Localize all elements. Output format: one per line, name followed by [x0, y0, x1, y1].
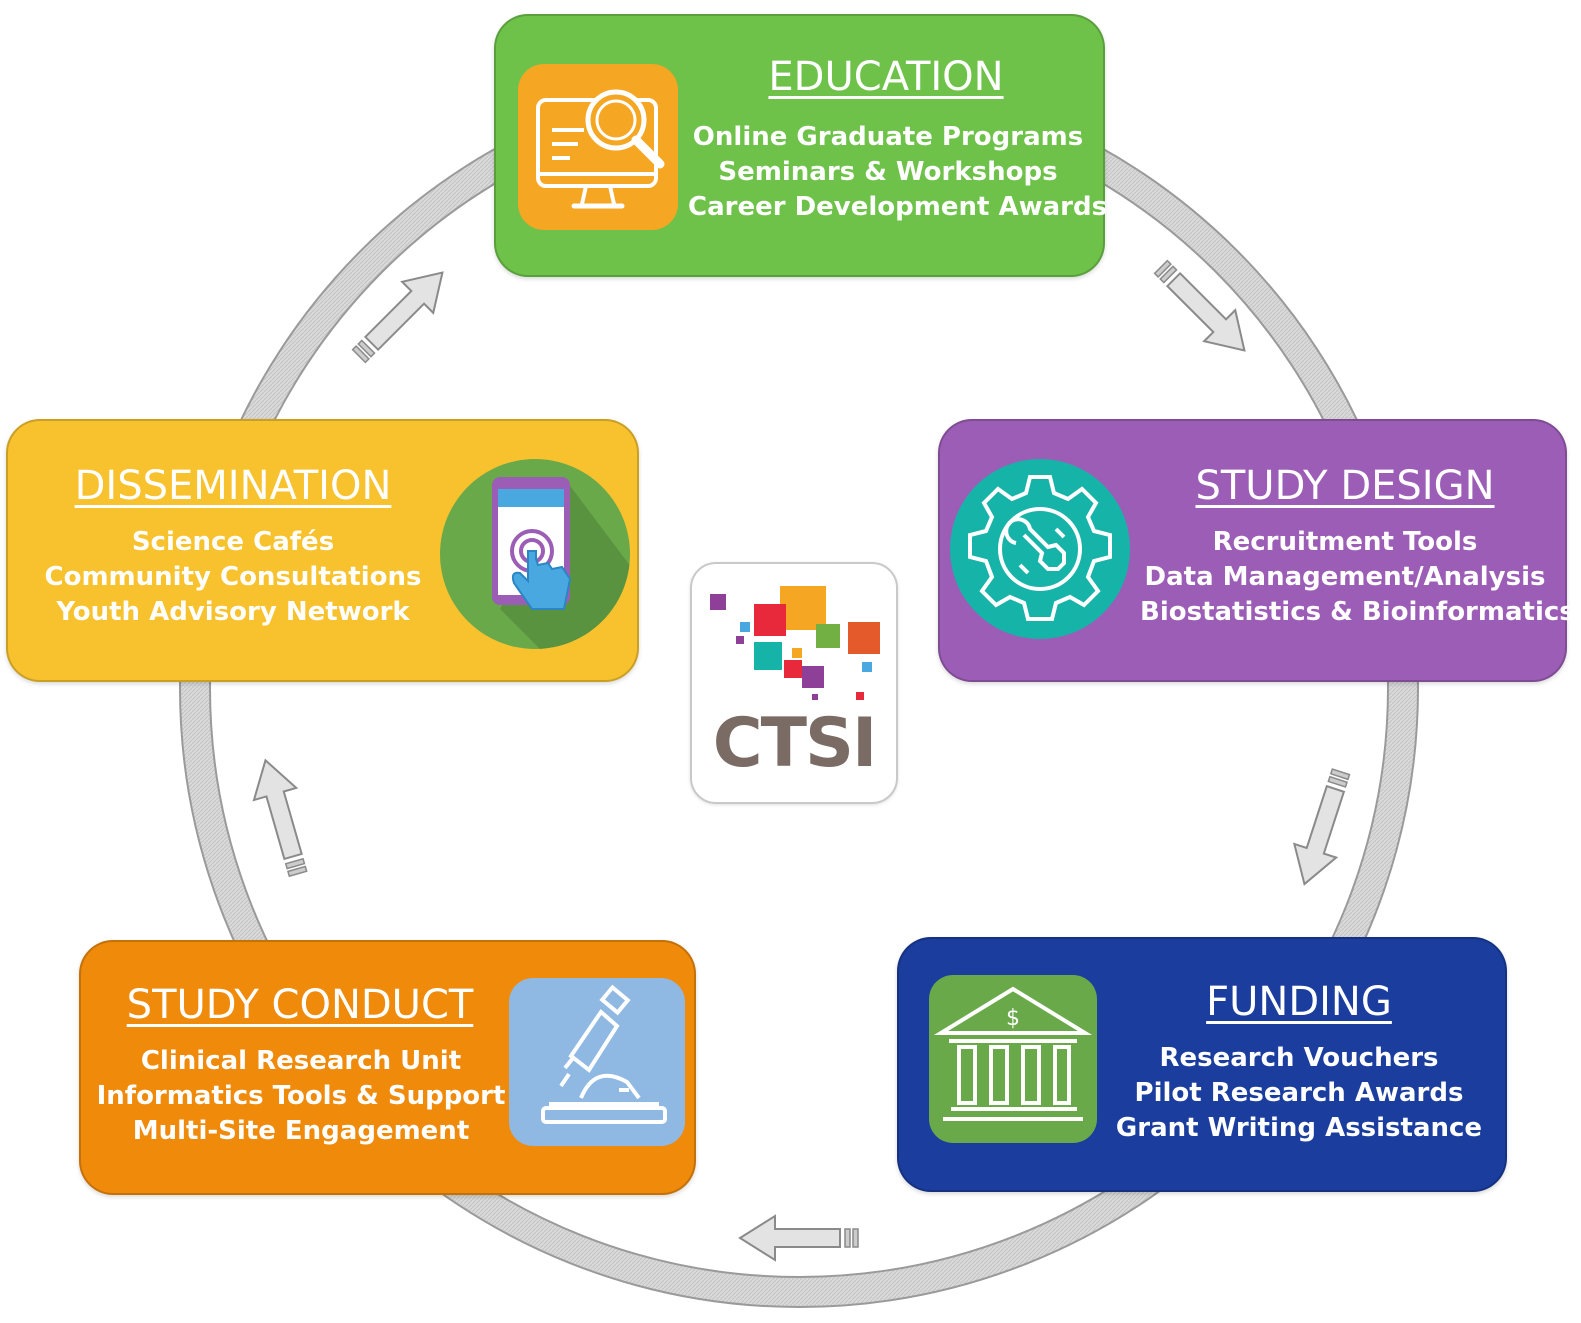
funding-item: Research Vouchers — [1159, 1043, 1439, 1073]
ctsi-logo-text: CTSI — [712, 704, 878, 783]
education-item: Online Graduate Programs — [692, 122, 1084, 152]
dissemination-title: DISSEMINATION — [74, 463, 392, 509]
dissemination-item: Community Consultations — [44, 562, 422, 592]
dissemination-items: Science Cafés Community Consultations Yo… — [28, 525, 438, 630]
study-conduct-items: Clinical Research Unit Informatics Tools… — [91, 1044, 511, 1149]
cycle-arrow — [738, 1214, 859, 1262]
education-title: EDUCATION — [768, 54, 1004, 100]
study-design-title: STUDY DESIGN — [1195, 463, 1495, 509]
study-conduct-item: Informatics Tools & Support — [96, 1081, 506, 1111]
cycle-arrow — [1153, 259, 1246, 352]
education-card: EDUCATION Online Graduate Programs Semin… — [494, 14, 1108, 277]
study-conduct-item: Multi-Site Engagement — [132, 1116, 470, 1146]
study-design-card: STUDY DESIGN Recruitment Tools Data Mana… — [938, 419, 1575, 682]
education-item: Seminars & Workshops — [718, 157, 1058, 187]
dissemination-item: Youth Advisory Network — [56, 597, 410, 627]
education-items: Online Graduate Programs Seminars & Work… — [688, 120, 1108, 225]
smartphone-tap-icon — [440, 459, 630, 649]
education-item: Career Development Awards — [688, 192, 1108, 222]
ctsi-logo-squares — [710, 586, 880, 700]
funding-items: Research Vouchers Pilot Research Awards … — [1099, 1041, 1499, 1146]
gear-wrench-icon — [950, 459, 1130, 639]
dissemination-card: DISSEMINATION Science Cafés Community Co… — [6, 419, 639, 682]
dissemination-item: Science Cafés — [131, 527, 335, 557]
ctsi-logo: CTSI — [690, 562, 898, 804]
funding-title: FUNDING — [1206, 979, 1392, 1025]
funding-item: Pilot Research Awards — [1134, 1078, 1464, 1108]
funding-item: Grant Writing Assistance — [1115, 1113, 1483, 1143]
cycle-arrow — [252, 758, 308, 878]
bank-icon: $ — [929, 975, 1097, 1143]
funding-card: $ FUNDING Research Vouchers Pilot Resear… — [897, 937, 1507, 1192]
study-design-items: Recruitment Tools Data Management/Analys… — [1140, 525, 1575, 630]
study-conduct-title: STUDY CONDUCT — [126, 982, 474, 1028]
cycle-arrow — [351, 271, 444, 364]
svg-text:$: $ — [1006, 1006, 1020, 1031]
study-conduct-card: STUDY CONDUCT Clinical Research Unit Inf… — [79, 940, 696, 1195]
cycle-arrow — [1292, 768, 1351, 886]
study-design-item: Data Management/Analysis — [1144, 562, 1546, 592]
study-design-item: Recruitment Tools — [1212, 527, 1478, 557]
monitor-magnifier-icon — [518, 64, 678, 230]
microscope-icon — [509, 978, 685, 1146]
study-design-item: Biostatistics & Bioinformatics — [1140, 597, 1575, 627]
study-conduct-item: Clinical Research Unit — [140, 1046, 462, 1076]
